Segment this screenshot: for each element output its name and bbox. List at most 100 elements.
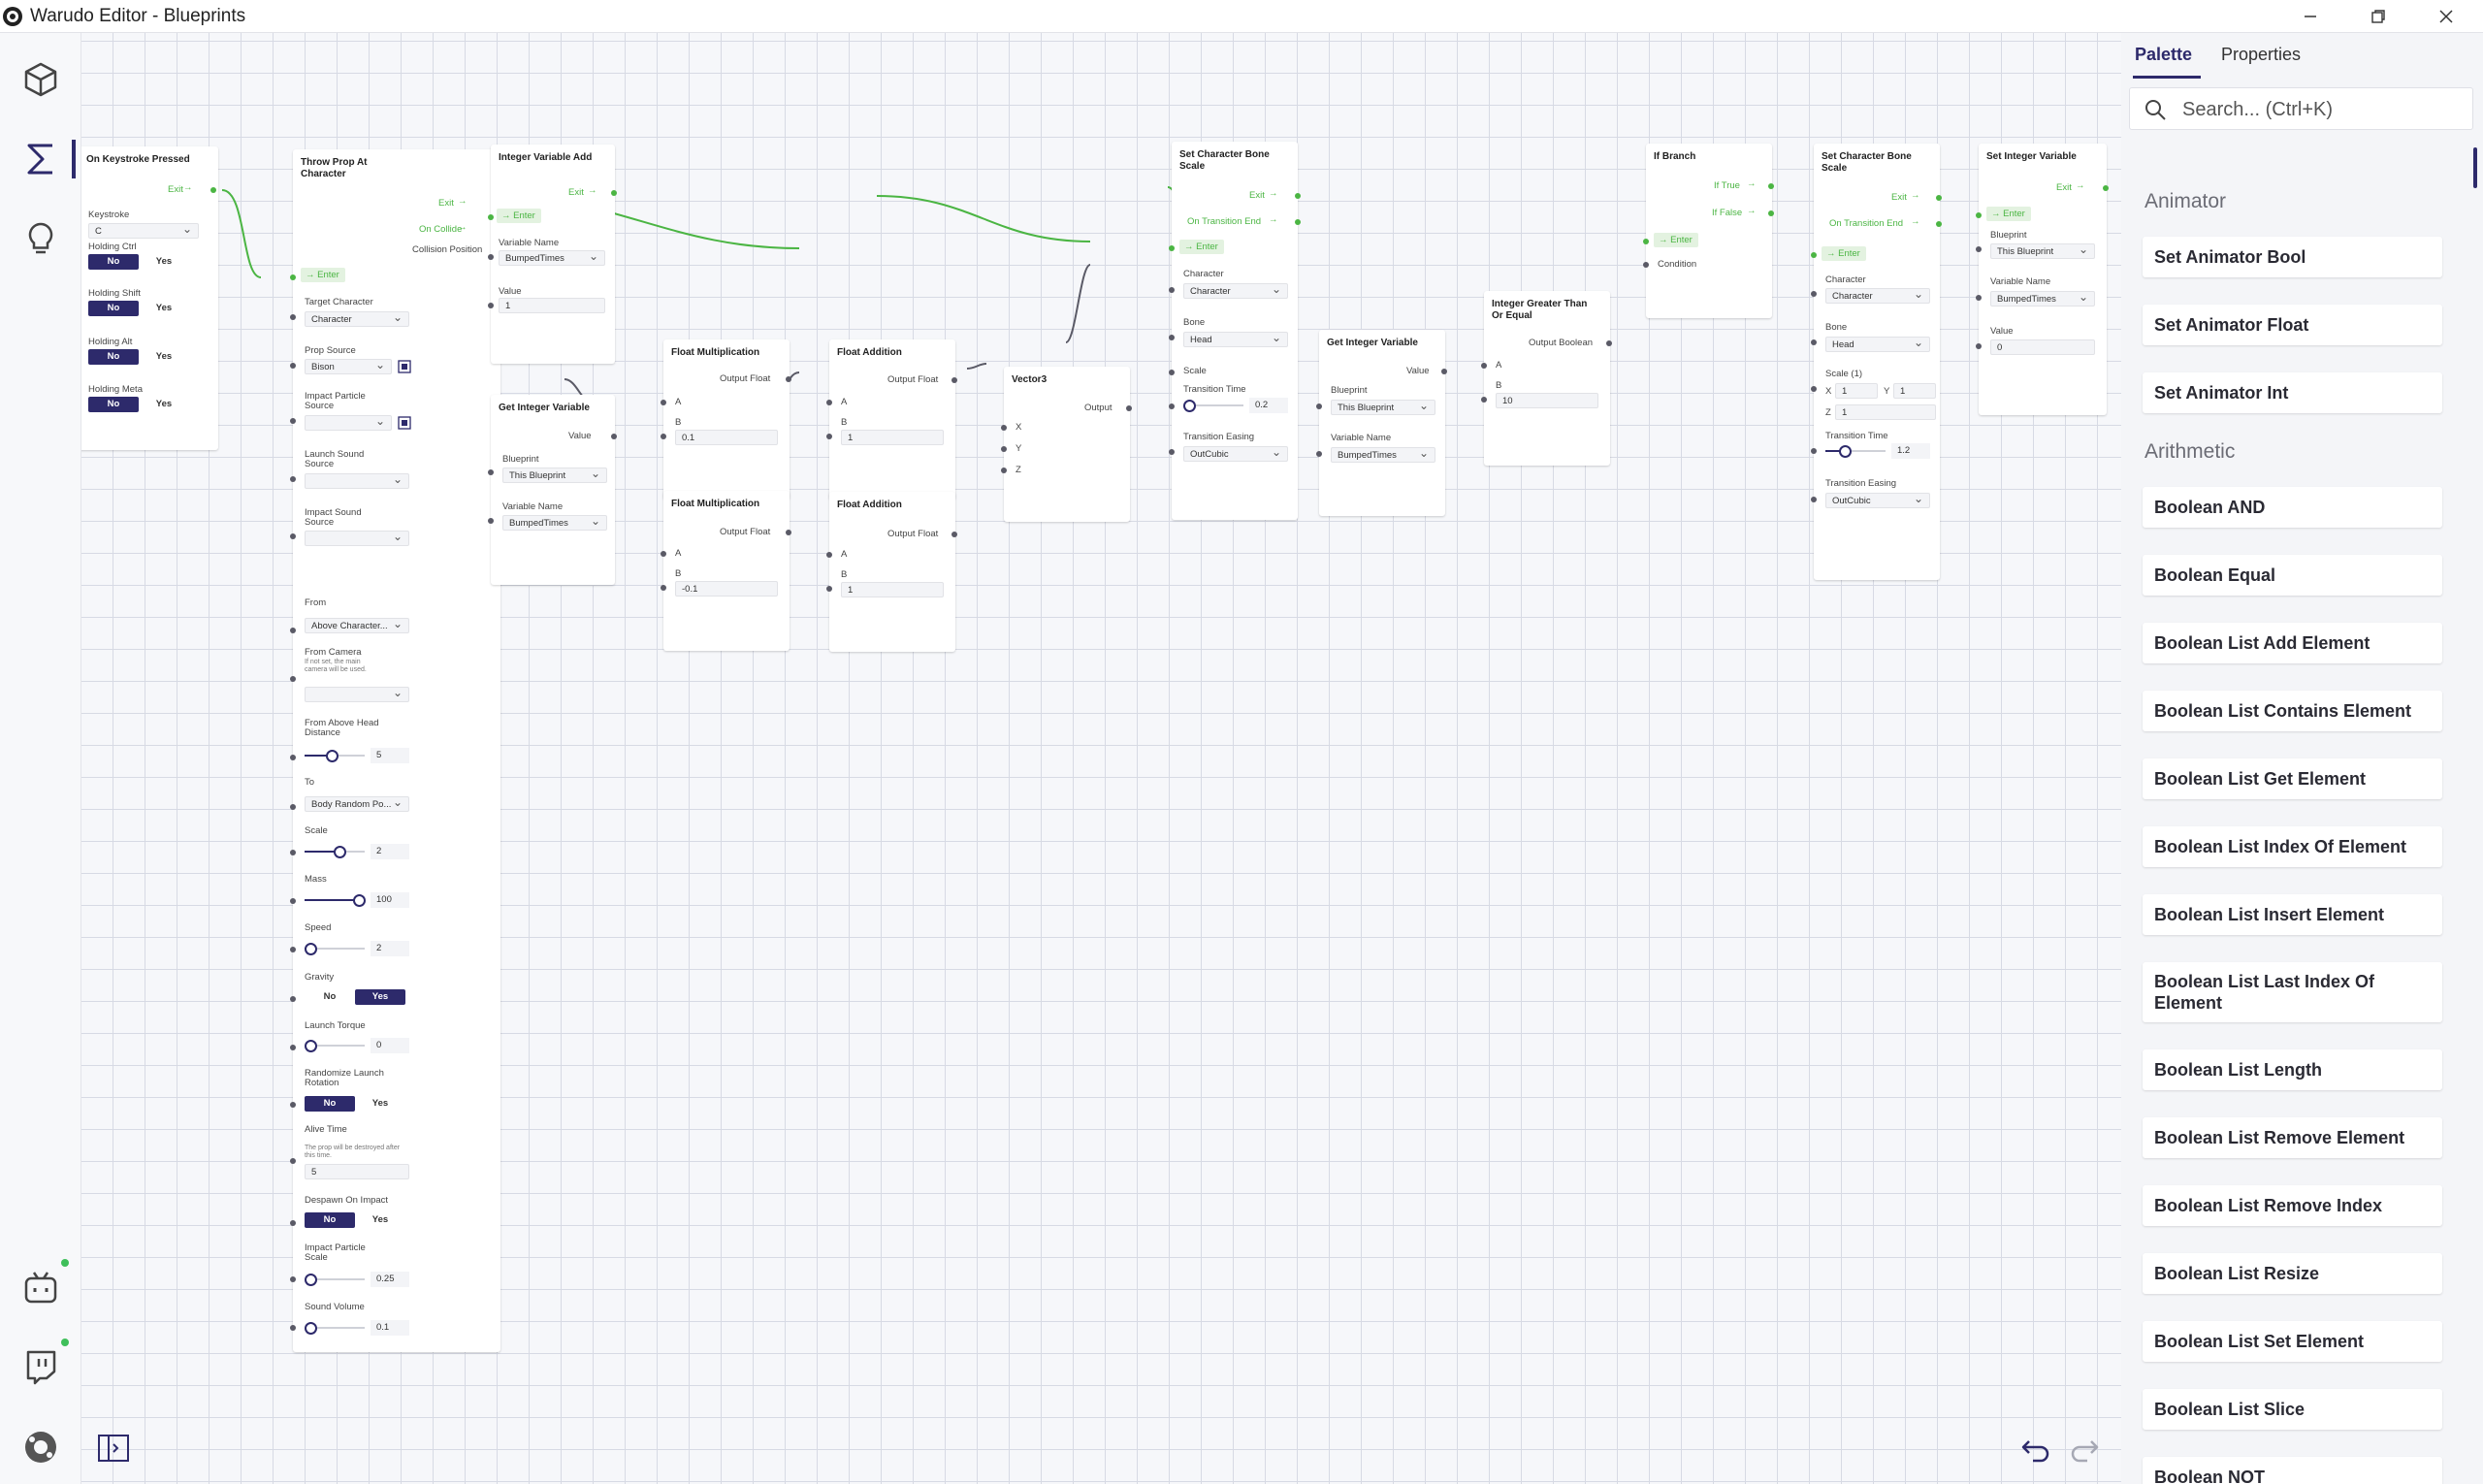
input-pin[interactable] bbox=[290, 1325, 296, 1331]
output-pin[interactable] bbox=[1606, 340, 1612, 346]
from-select[interactable]: Above Character... bbox=[305, 616, 409, 633]
variable-name-select[interactable]: BumpedTimes bbox=[499, 248, 605, 266]
value-pin[interactable] bbox=[1441, 369, 1447, 374]
launch-torque-value[interactable]: 0 bbox=[371, 1038, 409, 1053]
target-character-select[interactable]: Character bbox=[305, 309, 409, 327]
on-transition-end-pin[interactable] bbox=[1295, 219, 1301, 225]
variable-name-select[interactable]: BumpedTimes bbox=[1331, 445, 1435, 463]
input-pin[interactable] bbox=[290, 850, 296, 855]
palette-item[interactable]: Set Animator Float bbox=[2143, 305, 2442, 345]
input-pin[interactable] bbox=[290, 947, 296, 952]
sound-volume-value[interactable]: 0.1 bbox=[371, 1320, 409, 1336]
input-pin[interactable] bbox=[1169, 287, 1175, 293]
exit-pin[interactable] bbox=[611, 190, 617, 196]
scale-x-input[interactable]: 1 bbox=[1835, 383, 1878, 399]
input-pin[interactable] bbox=[290, 996, 296, 1002]
output-pin[interactable] bbox=[1126, 405, 1132, 411]
exit-pin[interactable] bbox=[1295, 193, 1301, 199]
hints-button[interactable] bbox=[16, 213, 66, 264]
b-pin[interactable] bbox=[826, 434, 832, 439]
twitch-button[interactable] bbox=[16, 1340, 66, 1391]
input-pin[interactable] bbox=[290, 1045, 296, 1050]
blueprint-canvas[interactable]: On Keystroke Pressed Exit → Keystroke C … bbox=[81, 33, 2121, 1484]
node-integer-variable-add[interactable]: Integer Variable Add Exit → → Enter Vari… bbox=[488, 145, 617, 364]
close-button[interactable] bbox=[2419, 0, 2473, 33]
search-box[interactable] bbox=[2129, 87, 2473, 130]
impact-particle-scale-value[interactable]: 0.25 bbox=[371, 1272, 409, 1287]
input-pin[interactable] bbox=[488, 254, 494, 260]
input-pin[interactable] bbox=[1976, 343, 1982, 349]
node-get-integer-variable[interactable]: Get Integer Variable Value Blueprint Thi… bbox=[488, 395, 617, 585]
y-pin[interactable] bbox=[1001, 446, 1007, 452]
condition-pin[interactable] bbox=[1643, 262, 1649, 268]
input-pin[interactable] bbox=[1811, 291, 1817, 297]
palette-item[interactable]: Boolean List Index Of Element bbox=[2143, 826, 2442, 867]
palette-item[interactable]: Boolean Equal bbox=[2143, 555, 2442, 596]
yes-option[interactable]: Yes bbox=[371, 1214, 389, 1225]
palette-item[interactable]: Boolean List Add Element bbox=[2143, 623, 2442, 663]
tab-palette[interactable]: Palette bbox=[2135, 45, 2193, 64]
blueprint-button[interactable] bbox=[16, 134, 66, 184]
restore-button[interactable] bbox=[2351, 0, 2405, 33]
input-pin[interactable] bbox=[1316, 451, 1322, 457]
yes-option[interactable]: Yes bbox=[371, 1098, 389, 1109]
node-throw-prop-at-character[interactable]: Throw Prop At Character Exit → On Collid… bbox=[290, 149, 501, 1352]
yes-option[interactable]: Yes bbox=[155, 351, 173, 362]
input-pin[interactable] bbox=[488, 303, 494, 308]
a-pin[interactable] bbox=[661, 551, 666, 557]
input-pin[interactable] bbox=[290, 804, 296, 810]
input-pin[interactable] bbox=[1811, 497, 1817, 502]
node-set-character-bone-scale[interactable]: Set Character Bone Scale Exit → On Trans… bbox=[1169, 142, 1301, 520]
input-pin[interactable] bbox=[290, 628, 296, 633]
palette-item[interactable]: Boolean List Length bbox=[2143, 1049, 2442, 1090]
b-pin[interactable] bbox=[826, 586, 832, 592]
exit-pin[interactable] bbox=[2103, 185, 2109, 191]
input-pin[interactable] bbox=[1811, 448, 1817, 454]
input-pin[interactable] bbox=[290, 533, 296, 539]
impact-particle-source-select[interactable] bbox=[305, 413, 392, 431]
redo-button[interactable] bbox=[2068, 1432, 2101, 1465]
palette-item[interactable]: Boolean List Remove Element bbox=[2143, 1117, 2442, 1158]
input-pin[interactable] bbox=[290, 676, 296, 682]
node-float-addition[interactable]: Float Addition Output Float A B 1 bbox=[826, 492, 957, 652]
no-option[interactable]: No bbox=[305, 1212, 355, 1228]
impact-sound-source-select[interactable] bbox=[305, 529, 409, 546]
bone-select[interactable]: Head bbox=[1825, 335, 1930, 352]
on-transition-end-pin[interactable] bbox=[1936, 221, 1942, 227]
transition-time-value[interactable]: 0.2 bbox=[1249, 398, 1288, 413]
palette-scrollbar[interactable] bbox=[2473, 147, 2477, 188]
despawn-toggle[interactable]: No Yes bbox=[305, 1212, 405, 1228]
alive-time-input[interactable]: 5 bbox=[305, 1164, 409, 1179]
bone-select[interactable]: Head bbox=[1183, 330, 1288, 347]
toggle-panel-button[interactable] bbox=[97, 1432, 130, 1465]
no-option[interactable]: No bbox=[88, 254, 139, 270]
scale-z-input[interactable]: 1 bbox=[1835, 404, 1936, 420]
yes-option[interactable]: Yes bbox=[155, 256, 173, 267]
node-float-addition[interactable]: Float Addition Output Float A B 1 bbox=[826, 339, 957, 500]
transition-time-value[interactable]: 1.2 bbox=[1891, 443, 1930, 459]
node-integer-greater-than-or-equal[interactable]: Integer Greater Than Or Equal Output Boo… bbox=[1481, 291, 1612, 466]
head-distance-value[interactable]: 5 bbox=[371, 748, 409, 763]
transition-easing-select[interactable]: OutCubic bbox=[1183, 444, 1288, 462]
mass-value[interactable]: 100 bbox=[371, 892, 409, 908]
community-button[interactable] bbox=[16, 1422, 66, 1472]
node-if-branch[interactable]: If Branch If True → If False → → Enter C… bbox=[1643, 144, 1774, 318]
input-pin[interactable] bbox=[290, 1102, 296, 1108]
node-vector3[interactable]: Vector3 Output X Y Z bbox=[1001, 367, 1132, 522]
character-select[interactable]: Character bbox=[1825, 286, 1930, 304]
palette-item[interactable]: Boolean List Last Index Of Element bbox=[2143, 962, 2442, 1022]
b-input[interactable]: 10 bbox=[1496, 393, 1598, 408]
input-pin[interactable] bbox=[1169, 335, 1175, 340]
keystroke-select[interactable]: C bbox=[88, 221, 199, 239]
palette-item[interactable]: Boolean AND bbox=[2143, 487, 2442, 528]
yes-option[interactable]: Yes bbox=[155, 303, 173, 313]
scale-y-input[interactable]: 1 bbox=[1893, 383, 1936, 399]
variable-name-select[interactable]: BumpedTimes bbox=[1990, 289, 2095, 306]
variable-name-select[interactable]: BumpedTimes bbox=[502, 513, 607, 531]
input-pin[interactable] bbox=[290, 1276, 296, 1282]
edit-resource-icon[interactable] bbox=[398, 360, 411, 373]
input-pin[interactable] bbox=[290, 1158, 296, 1164]
